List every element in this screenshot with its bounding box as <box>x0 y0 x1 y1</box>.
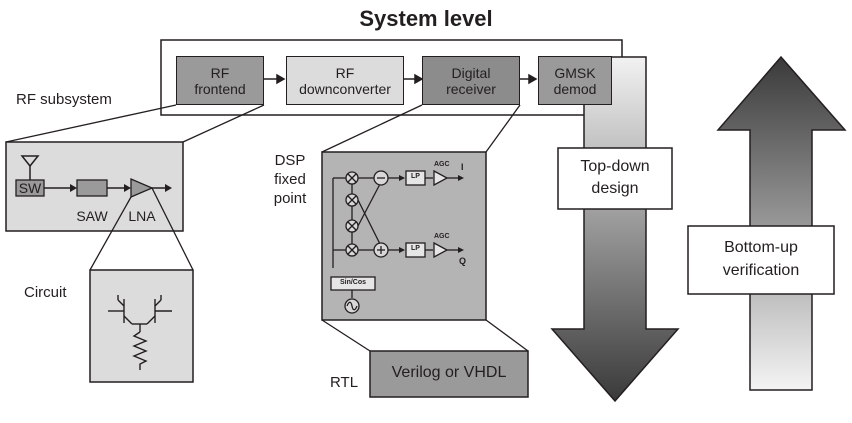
transistor-circuit-icon <box>108 295 172 370</box>
rtl-box-text: Verilog or VHDL <box>391 364 507 381</box>
top-down-label-box <box>557 147 673 210</box>
zoom-lines-rf <box>5 104 265 143</box>
bottom-up-text-line2: verification <box>722 262 800 279</box>
dsp-arrowheads <box>399 175 464 253</box>
zoom-lines-rtl <box>321 319 529 352</box>
circuit-label: Circuit <box>24 284 67 301</box>
dsp-label-line1: DSP <box>274 152 306 169</box>
digital-receiver-line1: Digital <box>451 64 491 81</box>
rtl-box-bg <box>369 350 529 398</box>
bottom-up-text-line1: Bottom-up <box>724 239 798 256</box>
top-down-text-line1: Top-down <box>580 158 650 175</box>
digital-receiver-line2: receiver <box>446 80 496 97</box>
agc-bottom-label: AGC <box>434 233 450 240</box>
output-i-label: I <box>461 162 464 172</box>
lna-amplifier <box>130 178 154 198</box>
antenna-icon <box>20 155 40 180</box>
top-down-text-line2: design <box>591 180 639 197</box>
rtl-label: RTL <box>330 374 359 391</box>
dsp-signal-flow <box>330 169 462 314</box>
rf-downconverter-block: RF downconverter <box>286 56 404 105</box>
rf-frontend-block: RF frontend <box>176 56 264 105</box>
sincos-label: Sin/Cos <box>339 279 367 286</box>
rf-downconverter-line2: downconverter <box>299 80 391 97</box>
top-down-arrow <box>550 56 680 403</box>
rf-frontend-line2: frontend <box>194 80 246 97</box>
system-arrows <box>264 73 538 85</box>
diagram-title: System level <box>359 6 493 31</box>
circuit-panel <box>89 269 194 383</box>
zoom-lines-circuit <box>89 187 194 271</box>
bottom-up-label-box <box>687 225 835 295</box>
gmsk-demod-block: GMSK demod <box>538 56 612 105</box>
sw-label: SW <box>18 180 42 196</box>
saw-block <box>76 179 108 197</box>
lna-label: LNA <box>128 208 156 224</box>
lp-bottom-label: LP <box>411 245 420 252</box>
digital-receiver-block: Digital receiver <box>422 56 520 105</box>
output-q-label: Q <box>459 256 467 266</box>
rf-subsystem-label: RF subsystem <box>16 91 112 108</box>
rf-frontend-line1: RF <box>210 64 230 81</box>
agc-top-label: AGC <box>434 161 450 168</box>
gmsk-demod-line2: demod <box>553 80 597 97</box>
saw-label: SAW <box>76 208 108 224</box>
lp-top-label: LP <box>411 173 420 180</box>
zoom-lines-dsp <box>321 104 521 153</box>
rf-downconverter-line1: RF <box>335 64 355 81</box>
gmsk-demod-line1: GMSK <box>554 64 596 81</box>
dsp-label-line3: point <box>273 190 307 207</box>
dsp-label-line2: fixed <box>274 171 306 188</box>
bottom-up-arrow <box>716 55 847 391</box>
